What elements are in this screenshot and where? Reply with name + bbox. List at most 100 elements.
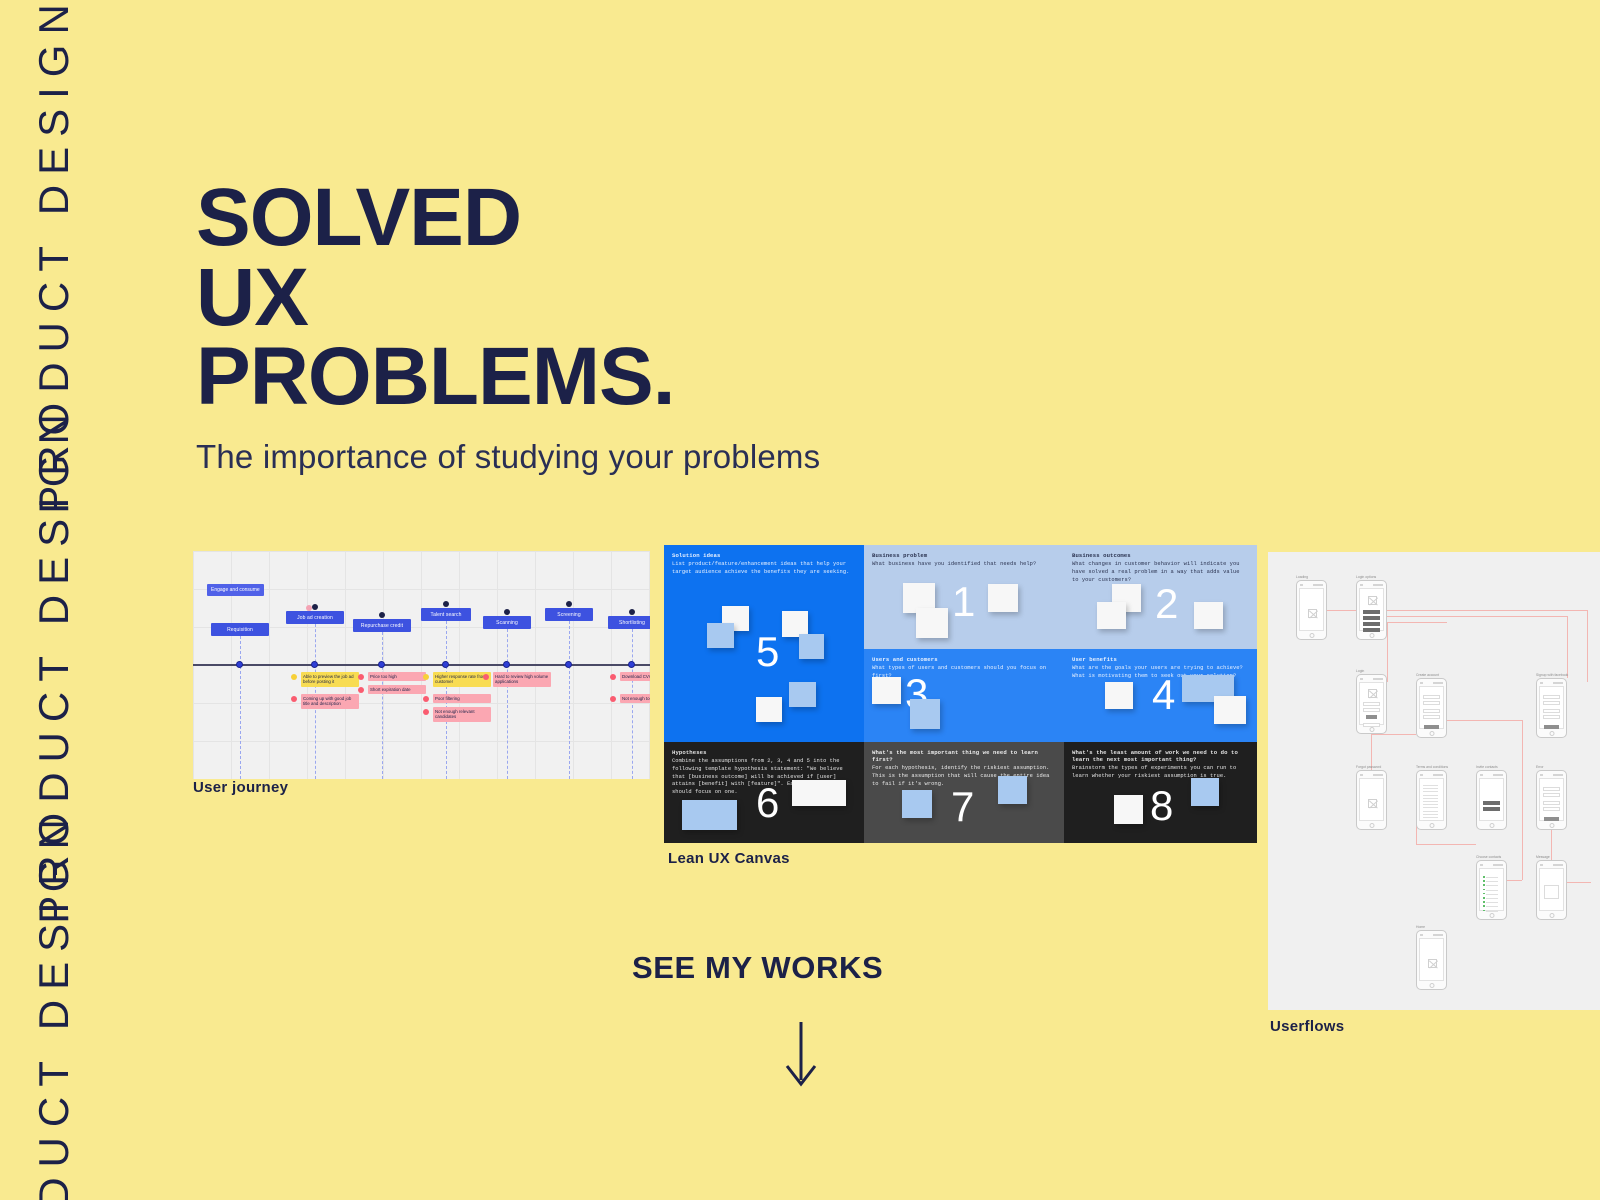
journey-note[interactable]: Short expiration date <box>368 685 426 694</box>
userflow-screen[interactable] <box>1356 770 1387 830</box>
phone-list-row[interactable] <box>1486 910 1498 912</box>
journey-note-dot <box>358 687 364 693</box>
journey-note[interactable]: Poor filtering <box>433 694 491 703</box>
phone-list-row[interactable] <box>1486 893 1498 895</box>
phone-status-bar <box>1300 583 1323 586</box>
canvas-cell-user-benefits[interactable]: User benefits What are the goals your us… <box>1064 649 1257 742</box>
phone-status-bar <box>1360 773 1383 776</box>
phone-input-field[interactable] <box>1423 709 1440 713</box>
journey-node[interactable] <box>236 661 243 668</box>
journey-note[interactable]: Able to preview the job ad before postin… <box>301 672 359 687</box>
userflow-screen[interactable] <box>1416 930 1447 990</box>
phone-input-field[interactable] <box>1543 801 1560 805</box>
phone-input-field[interactable] <box>1543 701 1560 705</box>
phone-status-bar <box>1480 863 1503 866</box>
canvas-cell-solution-ideas[interactable]: Solution ideas List product/feature/enha… <box>664 545 864 742</box>
phone-input-field[interactable] <box>1543 695 1560 699</box>
journey-stage-label[interactable]: Scanning <box>483 616 531 629</box>
canvas-cell-body: What business have you identified that n… <box>872 561 1037 567</box>
phone-input-field[interactable] <box>1543 807 1560 811</box>
journey-connector <box>569 621 570 779</box>
journey-stage-label[interactable]: Shortlisting <box>608 616 650 629</box>
see-my-works-label[interactable]: SEE MY WORKS <box>632 950 884 985</box>
userflow-screen[interactable] <box>1536 770 1567 830</box>
phone-input-field[interactable] <box>1543 787 1560 791</box>
journey-node[interactable] <box>311 661 318 668</box>
phone-submit-button[interactable] <box>1544 817 1559 821</box>
journey-node[interactable] <box>442 661 449 668</box>
phone-submit-button[interactable] <box>1424 725 1439 729</box>
phone-input-field[interactable] <box>1363 708 1380 712</box>
phone-input-field[interactable] <box>1543 715 1560 719</box>
journey-note[interactable]: Higher response rate from customer <box>433 672 491 687</box>
phone-option-button[interactable] <box>1363 622 1380 626</box>
journey-stage-cap <box>504 609 510 615</box>
lean-ux-canvas-card[interactable]: Business problem What business have you … <box>664 545 1257 843</box>
phone-submit-button[interactable] <box>1544 725 1559 729</box>
phone-action-button[interactable] <box>1483 801 1500 805</box>
journey-stage-label[interactable]: Screening <box>545 608 593 621</box>
phone-input-field[interactable] <box>1423 715 1440 719</box>
phone-input-field[interactable] <box>1423 695 1440 699</box>
phone-screen <box>1359 682 1384 727</box>
phone-list-row[interactable] <box>1486 902 1498 904</box>
canvas-cell-number: 1 <box>952 578 976 625</box>
journey-node[interactable] <box>628 661 635 668</box>
phone-option-button[interactable] <box>1363 610 1380 614</box>
journey-node[interactable] <box>565 661 572 668</box>
phone-list-row[interactable] <box>1486 885 1498 887</box>
userflow-screen-label: Login options <box>1356 575 1377 579</box>
phone-primary-button[interactable] <box>1366 715 1377 719</box>
phone-list-row[interactable] <box>1486 898 1498 899</box>
phone-input-field[interactable] <box>1423 701 1440 705</box>
phone-option-button[interactable] <box>1363 616 1380 620</box>
userflow-connector <box>1447 720 1522 721</box>
sticky-note <box>1214 696 1246 724</box>
journey-note[interactable]: Not enough tools <box>620 694 650 703</box>
userflow-screen[interactable] <box>1416 770 1447 830</box>
journey-stage-label[interactable]: Talent search <box>421 608 471 621</box>
userflow-screen[interactable] <box>1356 580 1387 640</box>
userflow-connector <box>1522 790 1523 880</box>
journey-note[interactable]: Hard to review high volume applications <box>493 672 551 687</box>
canvas-cell-business-outcomes[interactable]: Business outcomes What changes in custom… <box>1064 545 1257 649</box>
phone-action-button[interactable] <box>1483 807 1500 811</box>
journey-node[interactable] <box>378 661 385 668</box>
userflow-screen[interactable] <box>1416 678 1447 738</box>
sticky-note <box>872 677 901 704</box>
canvas-cell-users-customers[interactable]: Users and customers What types of users … <box>864 649 1064 742</box>
journey-node[interactable] <box>503 661 510 668</box>
journey-stage-label[interactable]: Job ad creation <box>286 611 344 624</box>
journey-stage-label[interactable]: Requisition <box>211 623 269 636</box>
userflow-connector <box>1387 622 1388 682</box>
phone-list-row[interactable] <box>1486 877 1498 878</box>
userflow-screen[interactable] <box>1536 678 1567 738</box>
canvas-cell-hypotheses[interactable]: Hypotheses Combine the assumptions from … <box>664 742 864 843</box>
phone-input-field[interactable] <box>1363 702 1380 706</box>
canvas-cell-number: 8 <box>1150 782 1174 829</box>
journey-note[interactable]: Coming up with good job title and descri… <box>301 694 359 709</box>
canvas-cell-riskiest-assumption[interactable]: What's the most important thing we need … <box>864 742 1064 843</box>
userflow-screen[interactable] <box>1296 580 1327 640</box>
phone-input-field[interactable] <box>1543 793 1560 797</box>
phone-list-row[interactable] <box>1486 906 1498 908</box>
phone-message-box[interactable] <box>1544 885 1559 899</box>
journey-note[interactable]: Download CVs in bulk <box>620 672 650 681</box>
arrow-down-icon[interactable] <box>783 1022 819 1093</box>
userflow-screen[interactable] <box>1476 860 1507 920</box>
phone-list-row[interactable] <box>1486 889 1498 891</box>
journey-stage-label[interactable]: Repurchase credit <box>353 619 411 632</box>
journey-note-dot <box>423 674 429 680</box>
userflow-screen[interactable] <box>1356 674 1387 734</box>
phone-input-field[interactable] <box>1543 709 1560 713</box>
phone-option-button[interactable] <box>1363 628 1380 632</box>
journey-note[interactable]: Price too high <box>368 672 426 681</box>
userflow-screen[interactable] <box>1536 860 1567 920</box>
userflow-screen[interactable] <box>1476 770 1507 830</box>
journey-note[interactable]: Not enough relevant candidates <box>433 707 491 722</box>
canvas-cell-least-work[interactable]: What's the least amount of work we need … <box>1064 742 1257 843</box>
phone-list-row[interactable] <box>1486 881 1498 883</box>
canvas-cell-business-problem[interactable]: Business problem What business have you … <box>864 545 1064 649</box>
